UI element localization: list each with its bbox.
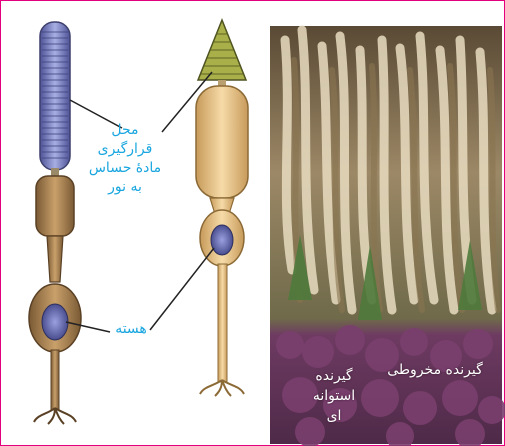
label-rod-receptor: گیرنده استوانه ای <box>304 366 364 426</box>
rod-nucleus <box>42 304 68 340</box>
label-pigment-line-1: محل <box>86 121 164 140</box>
label-pigment-location: محل قرارگیری مادۀ حساس به نور <box>86 121 164 197</box>
rod-axon <box>51 350 59 410</box>
label-cone-receptor: گیرنده مخروطی <box>376 362 494 378</box>
cone-nucleus <box>211 225 233 255</box>
cone-cell <box>196 20 248 396</box>
rod-cell <box>29 22 81 424</box>
cone-axon <box>218 264 227 382</box>
label-pigment-line-2: قرارگیری <box>86 140 164 159</box>
rod-synaptic-terminal <box>34 408 76 424</box>
cone-synaptic-terminal <box>200 380 244 396</box>
rod-inner-segment <box>36 176 74 236</box>
label-pigment-line-4: به نور <box>86 178 164 197</box>
leader-lines <box>66 72 214 332</box>
rod-neck <box>47 236 63 282</box>
label-rod-line-1: گیرنده <box>304 366 364 386</box>
label-nucleus: هسته <box>108 320 154 339</box>
cone-inner-segment <box>196 86 248 198</box>
label-rod-line-2: استوانه ای <box>304 386 364 426</box>
label-pigment-line-3: مادۀ حساس <box>86 159 164 178</box>
leader-to-cone-nucleus <box>150 248 214 330</box>
